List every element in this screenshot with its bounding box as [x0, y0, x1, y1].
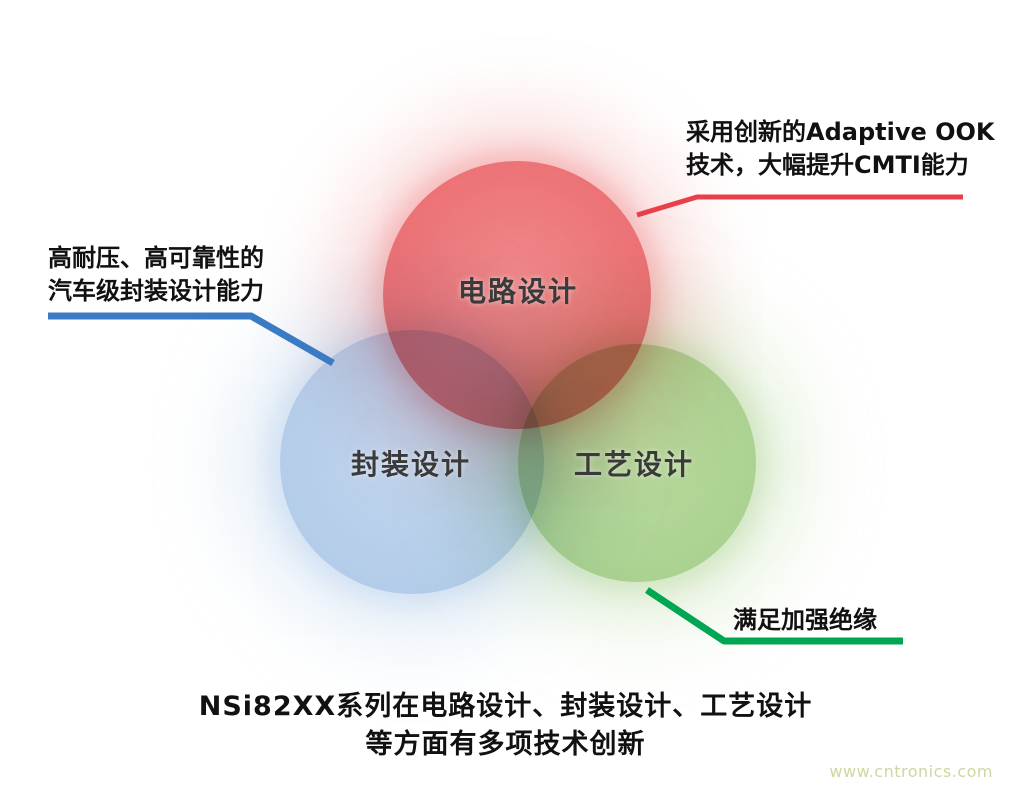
- annotation-process-design: 满足加强绝缘: [733, 604, 877, 637]
- annotation-package-line-1: 高耐压、高可靠性的: [48, 244, 264, 272]
- caption-line-1: NSi82XX系列在电路设计、封装设计、工艺设计: [198, 691, 813, 722]
- circle-process-design: [518, 344, 756, 582]
- circle-label-package-design: 封装设计: [350, 448, 472, 481]
- annotation-circuit-line-2: 技术，大幅提升CMTI能力: [686, 151, 969, 179]
- caption: NSi82XX系列在电路设计、封装设计、工艺设计 等方面有多项技术创新: [0, 688, 1011, 764]
- annotation-circuit-line-1: 采用创新的Adaptive OOK: [686, 118, 995, 146]
- connector-line-package: [48, 312, 335, 367]
- annotation-process-line-1: 满足加强绝缘: [733, 606, 877, 634]
- circle-package-design: [280, 330, 544, 594]
- circle-label-process-design: 工艺设计: [573, 448, 695, 481]
- circle-label-circuit-design: 电路设计: [457, 275, 579, 308]
- annotation-package-line-2: 汽车级封装设计能力: [48, 277, 264, 305]
- annotation-circuit-design: 采用创新的Adaptive OOK 技术，大幅提升CMTI能力: [686, 116, 995, 182]
- annotation-package-design: 高耐压、高可靠性的 汽车级封装设计能力: [48, 242, 264, 308]
- connector-line-circuit: [636, 194, 963, 218]
- caption-line-2: 等方面有多项技术创新: [365, 729, 646, 760]
- watermark: www.cntronics.com: [829, 762, 993, 781]
